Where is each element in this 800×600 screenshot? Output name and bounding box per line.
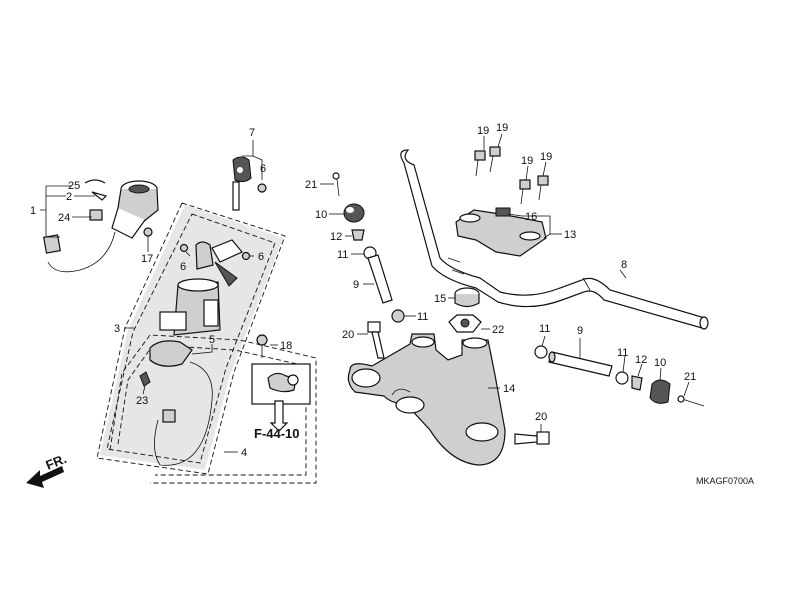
bolt-21b	[677, 395, 705, 407]
callout-9b: 9	[577, 325, 583, 337]
callout-25: 25	[68, 180, 80, 192]
screw-17	[143, 227, 153, 248]
bar-end-9b	[548, 351, 613, 377]
callout-20a: 20	[342, 329, 354, 341]
callout-6b: 6	[180, 261, 186, 273]
callout-6c: 6	[258, 251, 264, 263]
ignition-switch	[159, 239, 243, 336]
reference-label: F-44-10	[254, 426, 300, 441]
upper-holder	[455, 207, 547, 257]
callout-15: 15	[434, 293, 446, 305]
reference-inset	[251, 363, 311, 405]
bolt-19d	[537, 175, 549, 201]
callout-11d: 11	[617, 347, 628, 359]
immobilizer-unit	[43, 179, 159, 273]
callout-11b: 11	[417, 311, 428, 323]
front-label: FR.	[44, 451, 69, 473]
wire-harness	[139, 340, 213, 466]
callout-11c: 11	[539, 323, 550, 335]
nut-11d	[615, 371, 629, 385]
callout-5: 5	[209, 334, 215, 346]
callout-20b: 20	[535, 411, 547, 423]
callout-11a: 11	[337, 249, 348, 261]
weight-12a	[351, 229, 365, 241]
callout-12a: 12	[330, 231, 342, 243]
handlebar	[400, 149, 709, 330]
diagram-code: MKAGF0700A	[696, 476, 754, 486]
callout-4: 4	[241, 447, 247, 459]
bar-end-9a	[367, 254, 393, 304]
callout-14: 14	[503, 383, 515, 395]
nut-22	[448, 314, 482, 333]
bolt-20a	[367, 321, 385, 359]
cap-10b	[649, 379, 671, 404]
callout-12b: 12	[635, 354, 647, 366]
bolt-19c	[519, 179, 531, 205]
callout-8: 8	[621, 259, 627, 271]
callout-17: 17	[141, 253, 153, 265]
callout-19a: 19	[477, 125, 489, 137]
callout-3: 3	[114, 323, 120, 335]
weight-12b	[631, 375, 643, 391]
callout-21b: 21	[684, 371, 696, 383]
leader-lines	[40, 133, 690, 453]
callout-21a: 21	[305, 179, 317, 191]
callout-2: 2	[66, 191, 72, 203]
bolt-19a	[474, 150, 486, 177]
washer-6b	[179, 243, 189, 253]
callout-13: 13	[564, 229, 576, 241]
bolt-21a	[332, 172, 340, 197]
washer-6a	[257, 183, 267, 193]
nut-11c	[534, 345, 548, 359]
top-bridge	[347, 333, 506, 466]
callout-19c: 19	[521, 155, 533, 167]
washer-6c	[241, 251, 251, 261]
cap-10a	[343, 203, 365, 223]
callout-6a: 6	[260, 163, 266, 175]
front-arrow-icon	[26, 466, 64, 488]
callout-7: 7	[249, 127, 255, 139]
nut-11b	[391, 309, 405, 323]
callout-16: 16	[525, 211, 537, 223]
bolt-19b	[489, 146, 501, 173]
bolt-20b	[514, 431, 550, 445]
key	[232, 156, 252, 211]
callout-19b: 19	[496, 122, 508, 134]
callout-10a: 10	[315, 209, 327, 221]
callout-24: 24	[58, 212, 70, 224]
callout-10b: 10	[654, 357, 666, 369]
callout-1: 1	[30, 205, 36, 217]
callout-19d: 19	[540, 151, 552, 163]
clip-part	[91, 191, 108, 201]
callout-22: 22	[492, 324, 504, 336]
callout-23: 23	[136, 395, 148, 407]
callout-9a: 9	[353, 279, 359, 291]
bolt-18	[256, 334, 268, 358]
callout-18: 18	[280, 340, 292, 352]
arrow-down-icon	[269, 400, 289, 432]
cap-15	[454, 287, 480, 308]
